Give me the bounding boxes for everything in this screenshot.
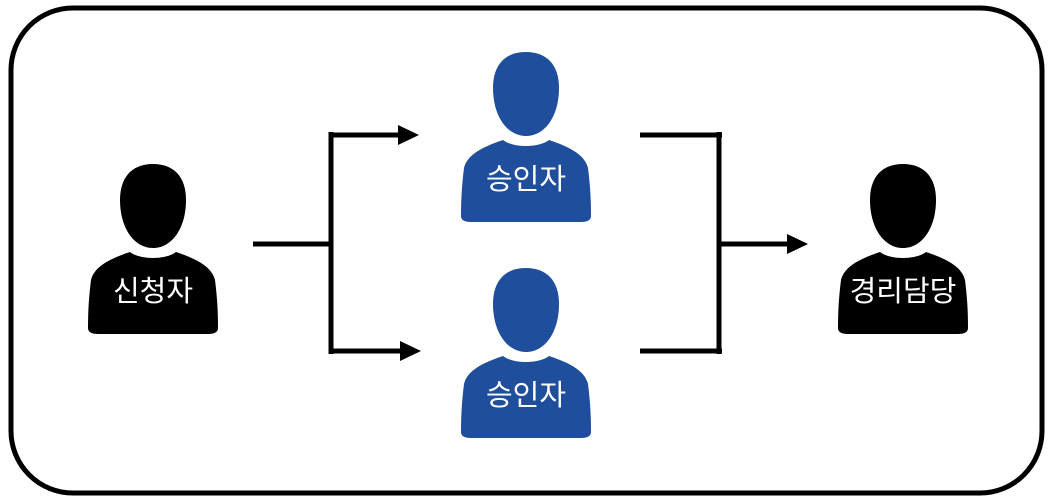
merge-connector	[640, 132, 790, 354]
accounting-person-icon	[838, 164, 968, 334]
arrowhead-to-accounting	[787, 234, 808, 254]
approver-2-label: 승인자	[486, 378, 566, 412]
approver-1-person-icon	[461, 52, 591, 222]
requester-node: 신청자	[88, 164, 218, 334]
approver-node-1: 승인자	[461, 52, 591, 222]
accounting-node: 경리담당	[838, 164, 968, 334]
approver-2-person-icon	[461, 268, 591, 438]
approver-1-label: 승인자	[486, 162, 566, 196]
arrowhead-to-approver-1	[398, 125, 419, 145]
approver-node-2: 승인자	[461, 268, 591, 438]
requester-label: 신청자	[113, 274, 193, 308]
accounting-label: 경리담당	[850, 274, 957, 308]
split-connector	[253, 132, 402, 354]
diagram-frame	[8, 5, 1045, 496]
requester-person-icon	[88, 164, 218, 334]
arrowhead-to-approver-2	[400, 341, 421, 361]
